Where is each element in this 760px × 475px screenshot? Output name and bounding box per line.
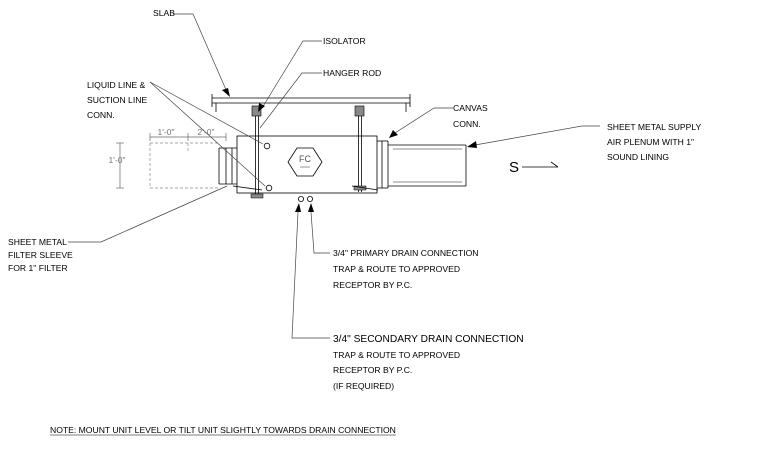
canvas-label-1: CANVAS: [453, 103, 488, 113]
note: NOTE: MOUNT UNIT LEVEL OR TILT UNIT SLIG…: [50, 425, 396, 436]
hanger-rod-left: [250, 116, 264, 199]
liquid-line-connection: [263, 142, 271, 150]
dim-width-1: 1'-0": [158, 127, 175, 137]
leader-lines: [68, 13, 600, 339]
primary-drain-label-2: TRAP & ROUTE TO APPROVED: [333, 264, 460, 274]
supply-air-plenum: [388, 144, 467, 187]
filter-label-3: FOR 1" FILTER: [8, 263, 68, 273]
secondary-drain-label-1: 3/4" SECONDARY DRAIN CONNECTION: [333, 334, 524, 345]
primary-drain-connection: [297, 195, 304, 202]
liquid-line-label-1: LIQUID LINE &: [87, 80, 146, 90]
secondary-drain-connection: [306, 195, 313, 202]
slab: [211, 94, 411, 112]
isolator-label: ISOLATOR: [323, 36, 366, 46]
suction-line-connection: [265, 184, 273, 192]
filter-sleeve: [149, 142, 237, 189]
filter-label-2: FILTER SLEEVE: [8, 250, 73, 260]
canvas-connection: [377, 140, 389, 189]
supply-label-2: AIR PLENUM WITH 1": [607, 137, 694, 147]
secondary-drain-label-3: RECEPTOR BY P.C.: [333, 365, 412, 375]
fc-unit-symbol: [287, 147, 323, 177]
liquid-line-label-2: SUCTION LINE: [87, 95, 147, 105]
dim-height: 1'-0": [109, 155, 126, 165]
supply-label-1: SHEET METAL SUPPLY: [607, 122, 702, 132]
dim-width-2: 2'-0": [198, 127, 215, 137]
note-text: NOTE: MOUNT UNIT LEVEL OR TILT UNIT SLIG…: [50, 425, 396, 435]
slab-label: SLAB: [153, 8, 175, 18]
fc-label: FC: [299, 154, 311, 164]
canvas-label-2: CONN.: [453, 119, 481, 129]
isolator-right: [354, 105, 365, 117]
secondary-drain-label-2: TRAP & ROUTE TO APPROVED: [333, 350, 460, 360]
secondary-drain-label-4: (IF REQUIRED): [333, 381, 394, 391]
liquid-line-label-3: CONN.: [87, 110, 115, 120]
fan-coil-unit: FC: [232, 135, 379, 202]
filter-label-1: SHEET METAL: [8, 237, 67, 247]
callout-labels: SLAB ISOLATOR HANGER ROD LIQUID LINE & S…: [8, 8, 702, 391]
hanger-rod-right: [353, 116, 367, 192]
primary-drain-label-1: 3/4" PRIMARY DRAIN CONNECTION: [333, 248, 479, 258]
airflow-arrow: S: [509, 159, 559, 176]
dimensions: 1'-0" 2'-0" 1'-0": [109, 127, 227, 189]
supply-label-3: SOUND LINING: [607, 152, 669, 162]
hanger-rod-label: HANGER ROD: [323, 68, 381, 78]
isolator-left: [251, 105, 262, 117]
primary-drain-label-3: RECEPTOR BY P.C.: [333, 280, 412, 290]
flow-letter: S: [509, 159, 519, 176]
